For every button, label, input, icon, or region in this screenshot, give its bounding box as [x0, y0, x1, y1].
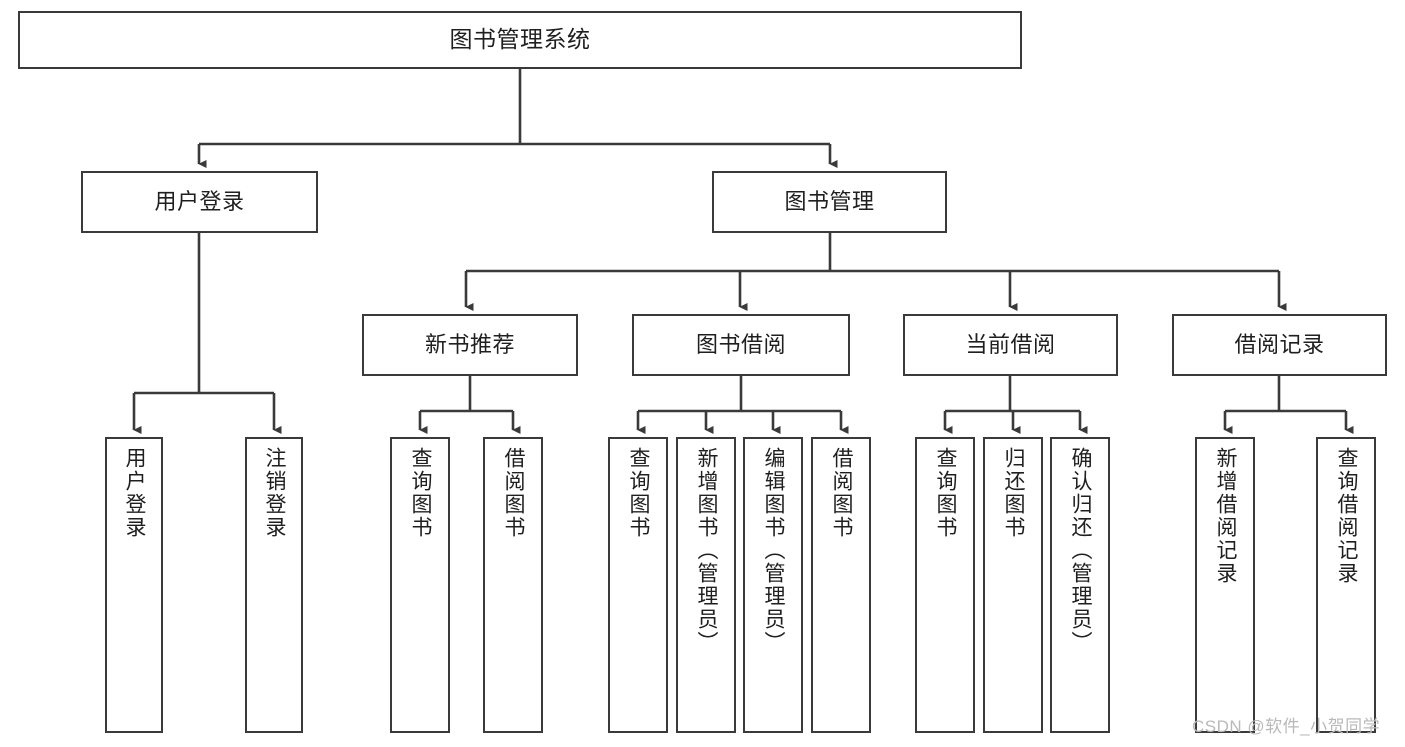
leaf-borrow-book-2[interactable]: 借阅图书 — [811, 437, 871, 733]
leaf-query-book-3-label: 查询图书 — [934, 447, 958, 539]
leaf-add-book[interactable]: 新增图书（管理员） — [676, 437, 736, 733]
node-book-management-label: 图书管理 — [784, 189, 875, 215]
leaf-confirm-return[interactable]: 确认归还（管理员） — [1050, 437, 1110, 733]
leaf-query-book-3[interactable]: 查询图书 — [915, 437, 975, 733]
node-current-borrow-label: 当前借阅 — [965, 332, 1056, 358]
leaf-logout-label: 注销登录 — [263, 447, 287, 539]
leaf-user-login[interactable]: 用户登录 — [105, 437, 163, 733]
leaf-query-record[interactable]: 查询借阅记录 — [1316, 437, 1376, 733]
node-root-label: 图书管理系统 — [449, 26, 591, 53]
node-book-borrow-label: 图书借阅 — [695, 332, 786, 358]
node-borrow-record-label: 借阅记录 — [1234, 332, 1325, 358]
node-book-borrow[interactable]: 图书借阅 — [632, 314, 850, 376]
node-borrow-record[interactable]: 借阅记录 — [1172, 314, 1387, 376]
leaf-query-book-1-label: 查询图书 — [409, 447, 433, 539]
leaf-add-record-label: 新增借阅记录 — [1214, 447, 1238, 585]
node-user-login[interactable]: 用户登录 — [81, 171, 318, 233]
leaf-logout[interactable]: 注销登录 — [245, 437, 303, 733]
leaf-query-book-2[interactable]: 查询图书 — [608, 437, 668, 733]
node-root[interactable]: 图书管理系统 — [18, 11, 1022, 69]
node-book-management[interactable]: 图书管理 — [712, 171, 947, 233]
node-current-borrow[interactable]: 当前借阅 — [903, 314, 1118, 376]
leaf-confirm-return-label: 确认归还（管理员） — [1069, 447, 1093, 654]
leaf-borrow-book-1-label: 借阅图书 — [502, 447, 526, 539]
leaf-query-book-1[interactable]: 查询图书 — [390, 437, 450, 733]
node-new-book-recommend[interactable]: 新书推荐 — [362, 314, 578, 376]
csdn-watermark: CSDN @软件_小贺同学 — [1192, 717, 1381, 736]
leaf-borrow-book-2-label: 借阅图书 — [830, 447, 854, 539]
leaf-return-book-label: 归还图书 — [1002, 447, 1026, 539]
leaf-return-book[interactable]: 归还图书 — [983, 437, 1043, 733]
leaf-add-book-label: 新增图书（管理员） — [695, 447, 719, 654]
leaf-add-record[interactable]: 新增借阅记录 — [1195, 437, 1255, 733]
node-user-login-label: 用户登录 — [154, 189, 245, 215]
leaf-query-record-label: 查询借阅记录 — [1335, 447, 1359, 585]
node-new-book-recommend-label: 新书推荐 — [424, 332, 515, 358]
leaf-edit-book-label: 编辑图书（管理员） — [762, 447, 786, 654]
leaf-query-book-2-label: 查询图书 — [627, 447, 651, 539]
leaf-edit-book[interactable]: 编辑图书（管理员） — [743, 437, 803, 733]
leaf-user-login-label: 用户登录 — [123, 447, 147, 539]
leaf-borrow-book-1[interactable]: 借阅图书 — [483, 437, 543, 733]
